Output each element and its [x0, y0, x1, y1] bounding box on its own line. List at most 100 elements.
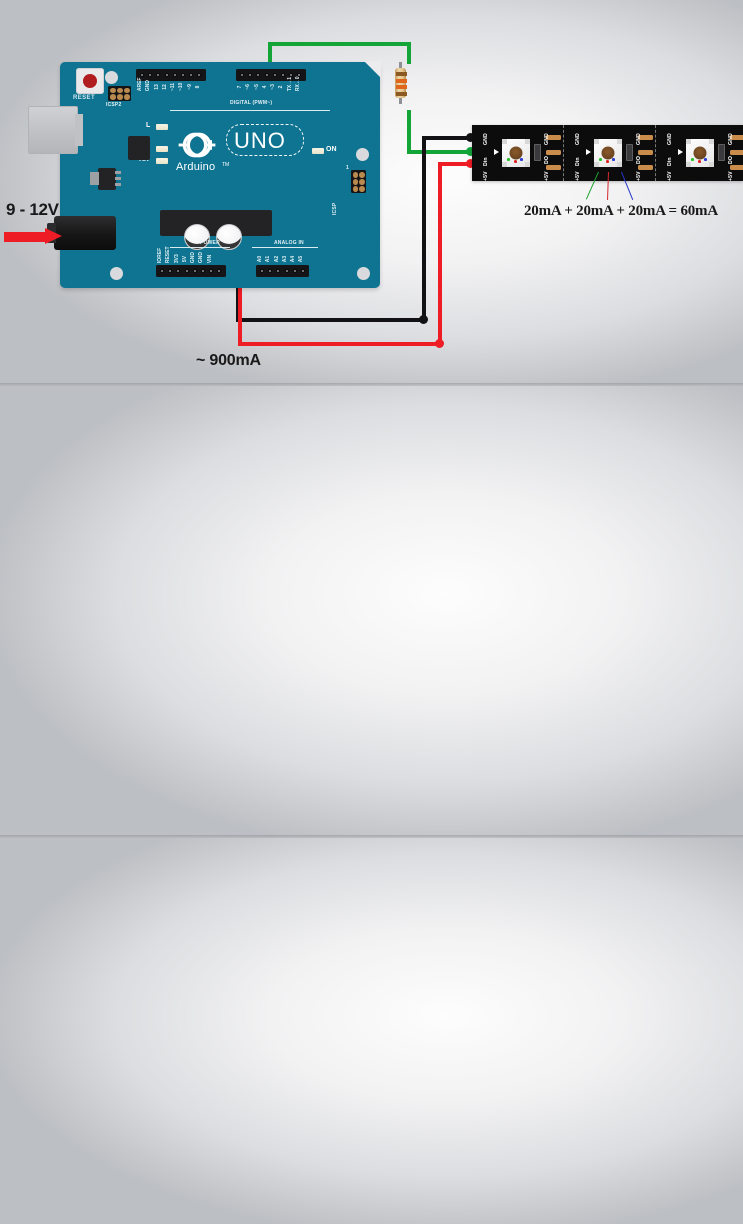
pad-label-gnd: GND	[667, 133, 673, 145]
barrel-jack	[47, 216, 116, 250]
solder-pad	[638, 165, 653, 170]
solder-pad	[546, 135, 561, 140]
mount-hole	[110, 267, 123, 280]
icsp-label: ICSP	[331, 202, 338, 215]
trademark-symbol: TM	[222, 162, 230, 168]
resistor-band-1	[396, 72, 407, 76]
mount-hole	[105, 71, 118, 84]
pad-label-do-out: DO	[636, 156, 642, 164]
wire-green-resistor-to-strip	[407, 110, 411, 154]
wire-node-black-corner	[419, 315, 428, 324]
usb-connector	[28, 106, 83, 154]
power-source-label: 9 - 12V	[6, 200, 59, 219]
pad-label-5v-out: +5V	[544, 171, 550, 181]
resistor-band-2	[396, 79, 407, 83]
decoupling-capacitor	[626, 144, 633, 161]
resistor-lead-bottom	[399, 94, 402, 104]
reset-label: RESET	[73, 95, 96, 101]
ws2812-led-highlighted	[594, 139, 622, 167]
wire-green-down-to-resistor	[407, 42, 411, 64]
ws2812-led	[686, 139, 714, 167]
resistor	[394, 62, 407, 104]
silkscreen-divider	[170, 110, 330, 112]
wire-node-strip-5v	[466, 159, 475, 168]
reset-button[interactable]	[76, 68, 104, 94]
pad-label-gnd-out: GND	[636, 133, 642, 145]
icsp2-header	[108, 86, 131, 101]
power-input-arrow-icon	[4, 228, 62, 245]
electrolytic-capacitor	[216, 224, 242, 250]
wire-black-horizontal	[236, 318, 426, 322]
current-calc-label: 20mA + 20mA + 20mA = 60mA	[524, 203, 718, 219]
uno-model-label: UNO	[234, 128, 286, 153]
decoupling-capacitor	[718, 144, 725, 161]
leader-line-red	[607, 171, 610, 201]
on-led	[312, 148, 324, 154]
pad-label-do-out: DO	[728, 156, 734, 164]
wire-green-down-to-pin7	[268, 42, 272, 78]
icsp-header	[351, 170, 366, 193]
pad-label-5v: +5V	[483, 171, 489, 181]
pad-label-gnd: GND	[483, 133, 489, 145]
solder-pad	[730, 165, 743, 170]
analog-header-label: ANALOG IN	[274, 240, 304, 246]
wire-red-to-strip-5v	[438, 162, 472, 166]
uno-badge-outline	[226, 124, 304, 156]
pad-label-5v: +5V	[667, 171, 673, 181]
on-led-label: ON	[326, 146, 337, 153]
silkscreen-divider	[252, 246, 318, 248]
mount-hole	[356, 148, 369, 161]
solder-pad	[730, 135, 743, 140]
mount-hole	[357, 267, 370, 280]
data-direction-arrow-icon	[494, 149, 499, 155]
icsp2-label: ICSP2	[106, 102, 122, 108]
data-direction-arrow-icon	[586, 149, 591, 155]
icsp-pin1-label: 1	[346, 165, 349, 171]
solder-pad	[730, 150, 743, 155]
solder-pad	[638, 135, 653, 140]
silkscreen-divider	[170, 246, 230, 248]
arduino-brand-label: Arduino	[176, 161, 216, 173]
board-corner-notch	[364, 61, 381, 78]
usb-controller-ic	[128, 136, 150, 160]
led-strip: GND Din +5V GND DO +5V GND Din +5V	[472, 125, 743, 181]
ws2812-led	[502, 139, 530, 167]
arduino-infinity-logo	[178, 132, 216, 158]
wire-green-top	[268, 42, 411, 46]
wire-green-to-din	[407, 150, 472, 154]
pad-label-do-out: DO	[544, 156, 550, 164]
pad-label-gnd-out: GND	[728, 133, 734, 145]
wire-red-vertical	[438, 162, 442, 344]
wire-node-red-corner	[435, 339, 444, 348]
resistor-lead-top	[399, 62, 402, 72]
pad-label-gnd-out: GND	[544, 133, 550, 145]
data-direction-arrow-icon	[678, 149, 683, 155]
voltage-regulator	[90, 168, 121, 190]
tx-led	[156, 146, 168, 152]
solder-pad	[638, 150, 653, 155]
pad-label-5v-out: +5V	[636, 171, 642, 181]
power-header[interactable]	[156, 265, 226, 277]
digital-header-left[interactable]	[136, 69, 206, 81]
pad-label-gnd: GND	[575, 133, 581, 145]
rx-led	[156, 158, 168, 164]
wire-node-din	[466, 147, 475, 156]
led-strip-segment: GND Din +5V GND DO +5V	[564, 125, 656, 181]
solder-pad	[546, 150, 561, 155]
electrolytic-capacitor	[184, 224, 210, 250]
digital-header-right[interactable]	[236, 69, 306, 81]
resistor-band-4	[396, 92, 407, 96]
analog-header[interactable]	[256, 265, 310, 277]
pad-label-din: Din	[575, 157, 581, 166]
current-draw-label: ~ 900mA	[196, 352, 261, 369]
pad-label-din: Din	[483, 157, 489, 166]
l-led-label: L	[146, 122, 151, 129]
